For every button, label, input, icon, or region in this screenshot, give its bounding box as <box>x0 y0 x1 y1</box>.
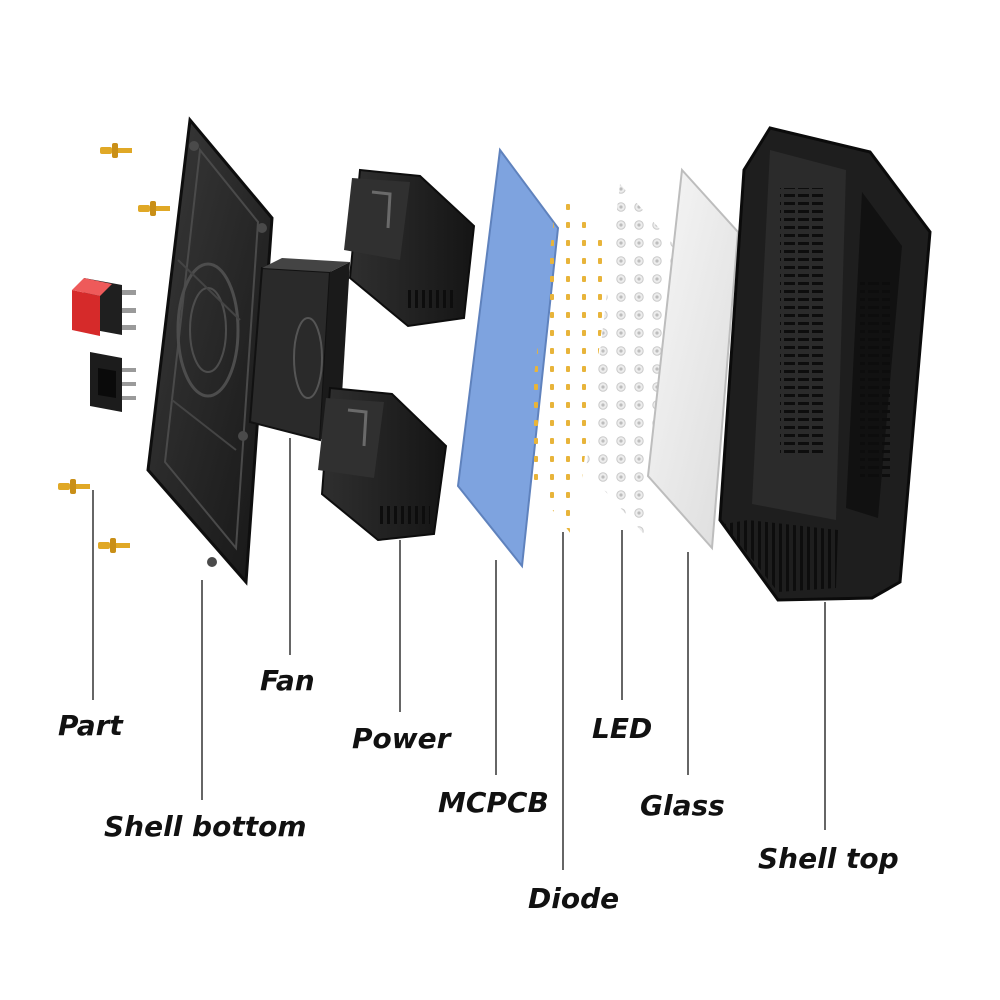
rocker-switch-icon <box>72 278 136 336</box>
label-mcpcb: MCPCB <box>438 786 549 819</box>
screw-icon <box>138 201 170 216</box>
led-array <box>586 184 680 534</box>
label-power: Power <box>352 722 453 755</box>
power-socket-icon <box>90 352 136 412</box>
glass-panel <box>646 167 740 551</box>
power-supply-bottom <box>318 386 448 542</box>
label-led: LED <box>592 712 652 745</box>
label-glass: Glass <box>640 789 725 822</box>
fan-unit <box>248 258 350 442</box>
screw-icon <box>98 538 130 553</box>
label-shell-top: Shell top <box>758 842 899 875</box>
label-diode: Diode <box>528 882 619 915</box>
shell-top-housing <box>718 126 932 602</box>
screw-icon <box>58 479 90 494</box>
label-fan: Fan <box>260 664 315 697</box>
label-shell-bottom: Shell bottom <box>104 810 307 843</box>
power-supply-top <box>344 168 476 328</box>
diode-array <box>522 188 612 538</box>
label-part: Part <box>58 709 124 742</box>
shell-bottom-plate <box>146 116 274 586</box>
screw-icon <box>100 143 132 158</box>
